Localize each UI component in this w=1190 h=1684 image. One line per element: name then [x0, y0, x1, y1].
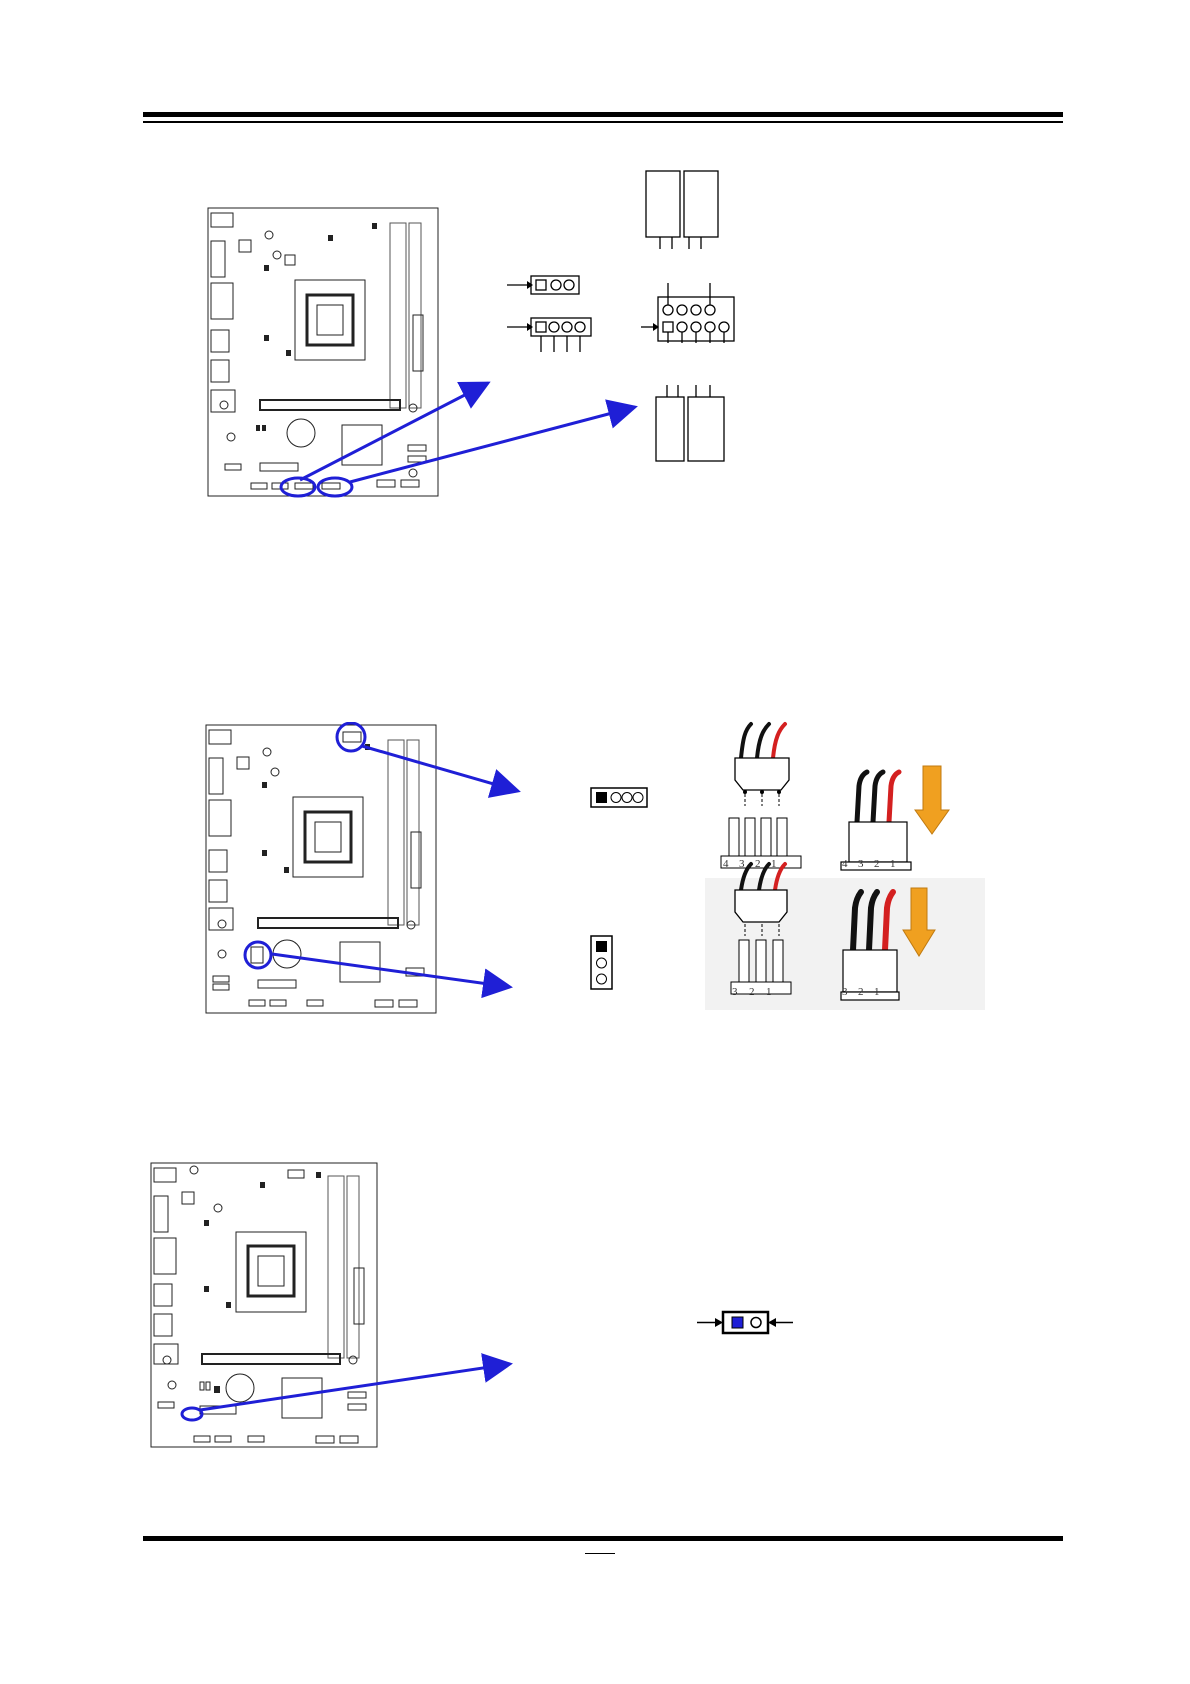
pin-label-3pin-a-2: 2 — [749, 986, 755, 998]
pin-label-4pin-b-2: 2 — [874, 858, 880, 870]
pin-label-4pin-b-4: 4 — [842, 858, 848, 870]
footer-rule — [143, 1536, 1063, 1541]
pin-label-4pin-a-4: 4 — [723, 858, 729, 870]
pin-label-4pin-a-2: 2 — [755, 858, 761, 870]
fan-header-4pin-icon — [590, 787, 650, 809]
jumper-icon — [695, 1308, 795, 1338]
pin-label-4pin-a-3: 3 — [739, 858, 745, 870]
page-number — [585, 1553, 615, 1556]
pin-header-icons-1 — [505, 165, 745, 470]
pin-label-4pin-b-3: 3 — [858, 858, 864, 870]
pin-label-3pin-b-3: 3 — [842, 986, 848, 998]
pin-label-3pin-b-1: 1 — [874, 986, 880, 998]
pin-label-4pin-b-1: 1 — [890, 858, 896, 870]
pin-label-4pin-a-1: 1 — [771, 858, 777, 870]
pin-label-3pin-a-1: 1 — [766, 986, 772, 998]
pin-label-3pin-a-3: 3 — [732, 986, 738, 998]
pin-label-3pin-b-2: 2 — [858, 986, 864, 998]
fan-header-3pin-icon — [590, 935, 614, 991]
pointer-arrow-3 — [0, 1350, 1190, 1450]
